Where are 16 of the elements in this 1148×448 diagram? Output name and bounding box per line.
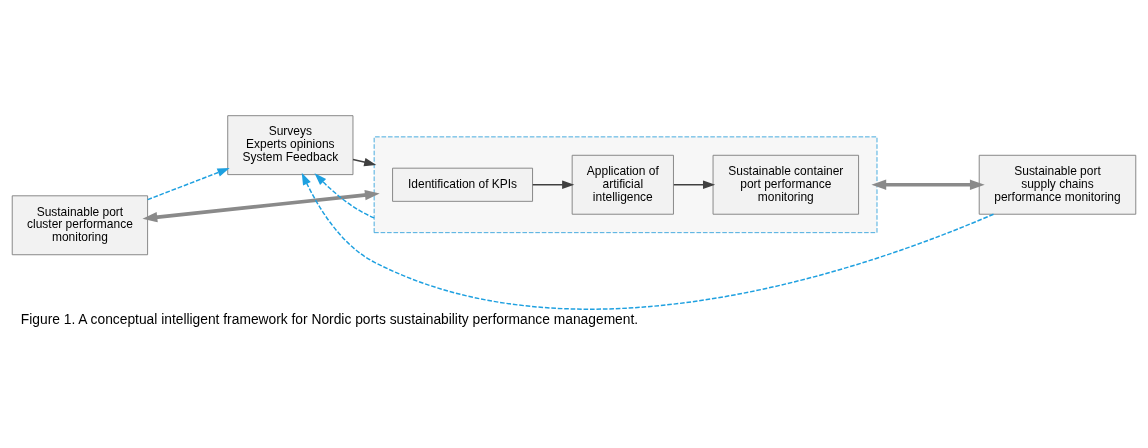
arrow: [871, 179, 985, 190]
caption: Figure 1. A conceptual intelligent framework for Nordic ports sustainability performance management.: [20, 311, 639, 328]
node-box: Sustainable container port performance monitoring: [712, 154, 860, 215]
arrow: [673, 180, 716, 189]
node-box: Identification of KPIs: [392, 167, 533, 202]
arrow: [532, 180, 575, 189]
arrow: [146, 168, 230, 201]
arrow: [352, 158, 377, 167]
arrow: [314, 173, 375, 219]
node-box: Surveys Experts opinions System Feedback: [227, 115, 354, 176]
node-box: Application of artificial intelligence: [571, 154, 674, 215]
arrow: [142, 189, 380, 223]
node-box: Sustainable port cluster performance monitoring: [11, 195, 149, 256]
node-box: Sustainable port supply chains performance monitoring: [978, 154, 1137, 215]
arrow: [301, 172, 995, 310]
cluster: [373, 136, 878, 234]
